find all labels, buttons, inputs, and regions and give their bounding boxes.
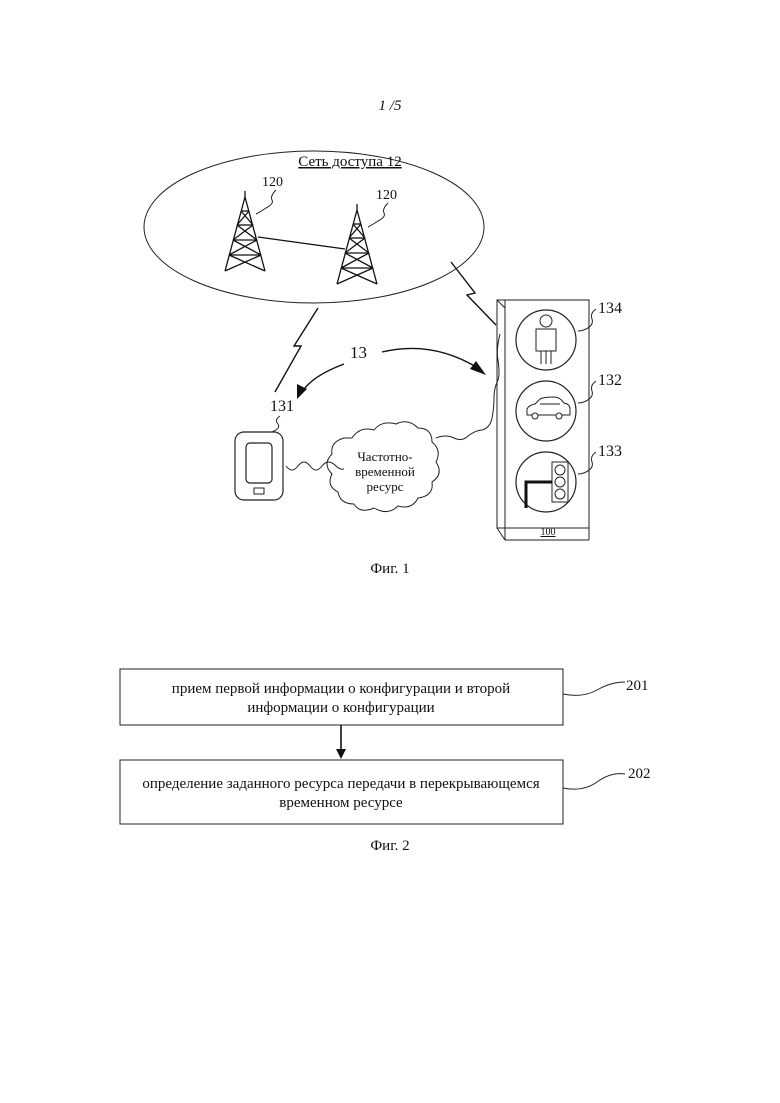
panel-label-100: 100: [541, 527, 556, 538]
smartphone-icon: [235, 432, 283, 500]
cell-tower-icon: [225, 191, 265, 271]
figure-2-caption: Фиг. 2: [370, 838, 409, 854]
arrow-to-panel: [382, 348, 478, 368]
ref-132-leader: [578, 381, 596, 403]
arrow-to-panel-head: [470, 361, 486, 375]
cloud-line-1: Частотно-: [357, 449, 412, 464]
step-202-line-1: определение заданного ресурса передачи в…: [142, 776, 539, 792]
flow-arrow-head: [336, 749, 346, 759]
figure-2-flowchart: прием первой информации о конфигурации и…: [120, 669, 651, 854]
ref-131-leader: [272, 416, 280, 432]
ref-133-leader: [578, 452, 596, 474]
ref-134-leader: [578, 309, 596, 331]
lightning-link-icon: [275, 308, 318, 392]
cloud-line-2: временной: [355, 464, 415, 479]
ref-133: 133: [598, 443, 622, 460]
tower-ref-left-leader: [256, 190, 276, 214]
tower-ref-right: 120: [376, 188, 397, 203]
step-202-line-2: временном ресурсе: [279, 795, 403, 811]
step-201-ref-leader: [563, 682, 625, 695]
phone-to-resource-line: [286, 462, 344, 470]
step-201-ref: 201: [626, 678, 649, 694]
step-box-202: [120, 760, 563, 824]
step-201-line-1: прием первой информации о конфигурации и…: [172, 681, 510, 697]
tower-ref-left: 120: [262, 175, 283, 190]
step-202-ref: 202: [628, 766, 651, 782]
page-number: 1 /5: [379, 98, 402, 114]
roadside-unit-panel: 100: [497, 300, 589, 540]
arrow-to-phone: [302, 364, 344, 392]
car-icon: [527, 397, 570, 419]
figure-1-caption: Фиг. 1: [370, 561, 409, 577]
ref-13: 13: [350, 343, 367, 362]
tower-backhaul-link: [258, 237, 345, 249]
step-box-201: [120, 669, 563, 725]
traffic-light-icon: [526, 462, 568, 508]
step-201-line-2: информации о конфигурации: [247, 700, 434, 716]
figure-1: Сеть доступа 12 120: [144, 151, 622, 577]
cloud-line-3: ресурс: [367, 479, 404, 494]
ref-134: 134: [598, 300, 622, 317]
lightning-link-icon: [451, 262, 496, 325]
resource-to-panel-line: [436, 334, 500, 440]
tower-ref-right-leader: [368, 203, 388, 227]
access-network-ellipse: [144, 151, 484, 303]
cell-tower-icon: [337, 204, 377, 284]
ref-132: 132: [598, 372, 622, 389]
step-202-ref-leader: [563, 774, 625, 789]
access-network-label: Сеть доступа 12: [298, 154, 401, 170]
person-icon: [536, 315, 556, 364]
ref-131: 131: [270, 398, 294, 415]
